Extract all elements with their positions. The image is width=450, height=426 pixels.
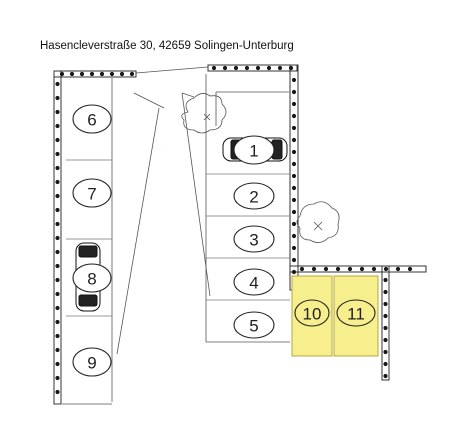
parking-space-3: 3: [233, 225, 275, 253]
space-badge: [233, 225, 275, 253]
space-number: 1: [249, 142, 258, 161]
address-title: Hasencleverstraße 30, 42659 Solingen-Unt…: [40, 40, 294, 52]
car-icon: [75, 242, 101, 312]
parking-space-2: 2: [233, 182, 275, 210]
space-number: 4: [249, 274, 258, 293]
boundary-lines: [62, 66, 290, 405]
space-badge: [294, 299, 330, 327]
parking-space-1: 1: [233, 135, 275, 165]
space-number: 9: [87, 354, 96, 373]
left-parking-lines: [66, 159, 112, 317]
small-annotation: ·: [162, 143, 163, 147]
parking-space-6: 6: [72, 104, 112, 134]
space-number: 6: [87, 111, 96, 130]
space-number: 11: [347, 305, 365, 324]
space-number: 2: [249, 188, 258, 207]
parking-space-5: 5: [233, 311, 275, 339]
space-badge: [72, 104, 112, 134]
space-number: 8: [87, 270, 96, 289]
space-badge: [233, 311, 275, 339]
space-number: 3: [249, 231, 258, 250]
space-number: 10: [303, 305, 322, 324]
space-badge: [233, 268, 275, 296]
parking-space-9: 9: [72, 347, 112, 377]
space-badges: 1 2 3 4 5 6 7 8 9 10 11: [72, 104, 376, 377]
space-badge: [72, 178, 112, 208]
parking-space-7: 7: [72, 178, 112, 208]
right-parking-lines: [206, 173, 290, 301]
tree-icon: [296, 201, 340, 243]
parking-space-4: 4: [233, 268, 275, 296]
space-badge: [233, 182, 275, 210]
parking-space-8: 8: [72, 263, 112, 293]
space-badge: [72, 347, 112, 377]
space-badge: [336, 299, 376, 327]
space-number: 5: [249, 317, 258, 336]
parking-space-10: 10: [294, 299, 330, 327]
space-badge: [72, 263, 112, 293]
tree-icon: [181, 93, 227, 134]
space-badge: [233, 135, 275, 165]
space-number: 7: [87, 185, 96, 204]
parking-space-11: 11: [336, 299, 376, 327]
